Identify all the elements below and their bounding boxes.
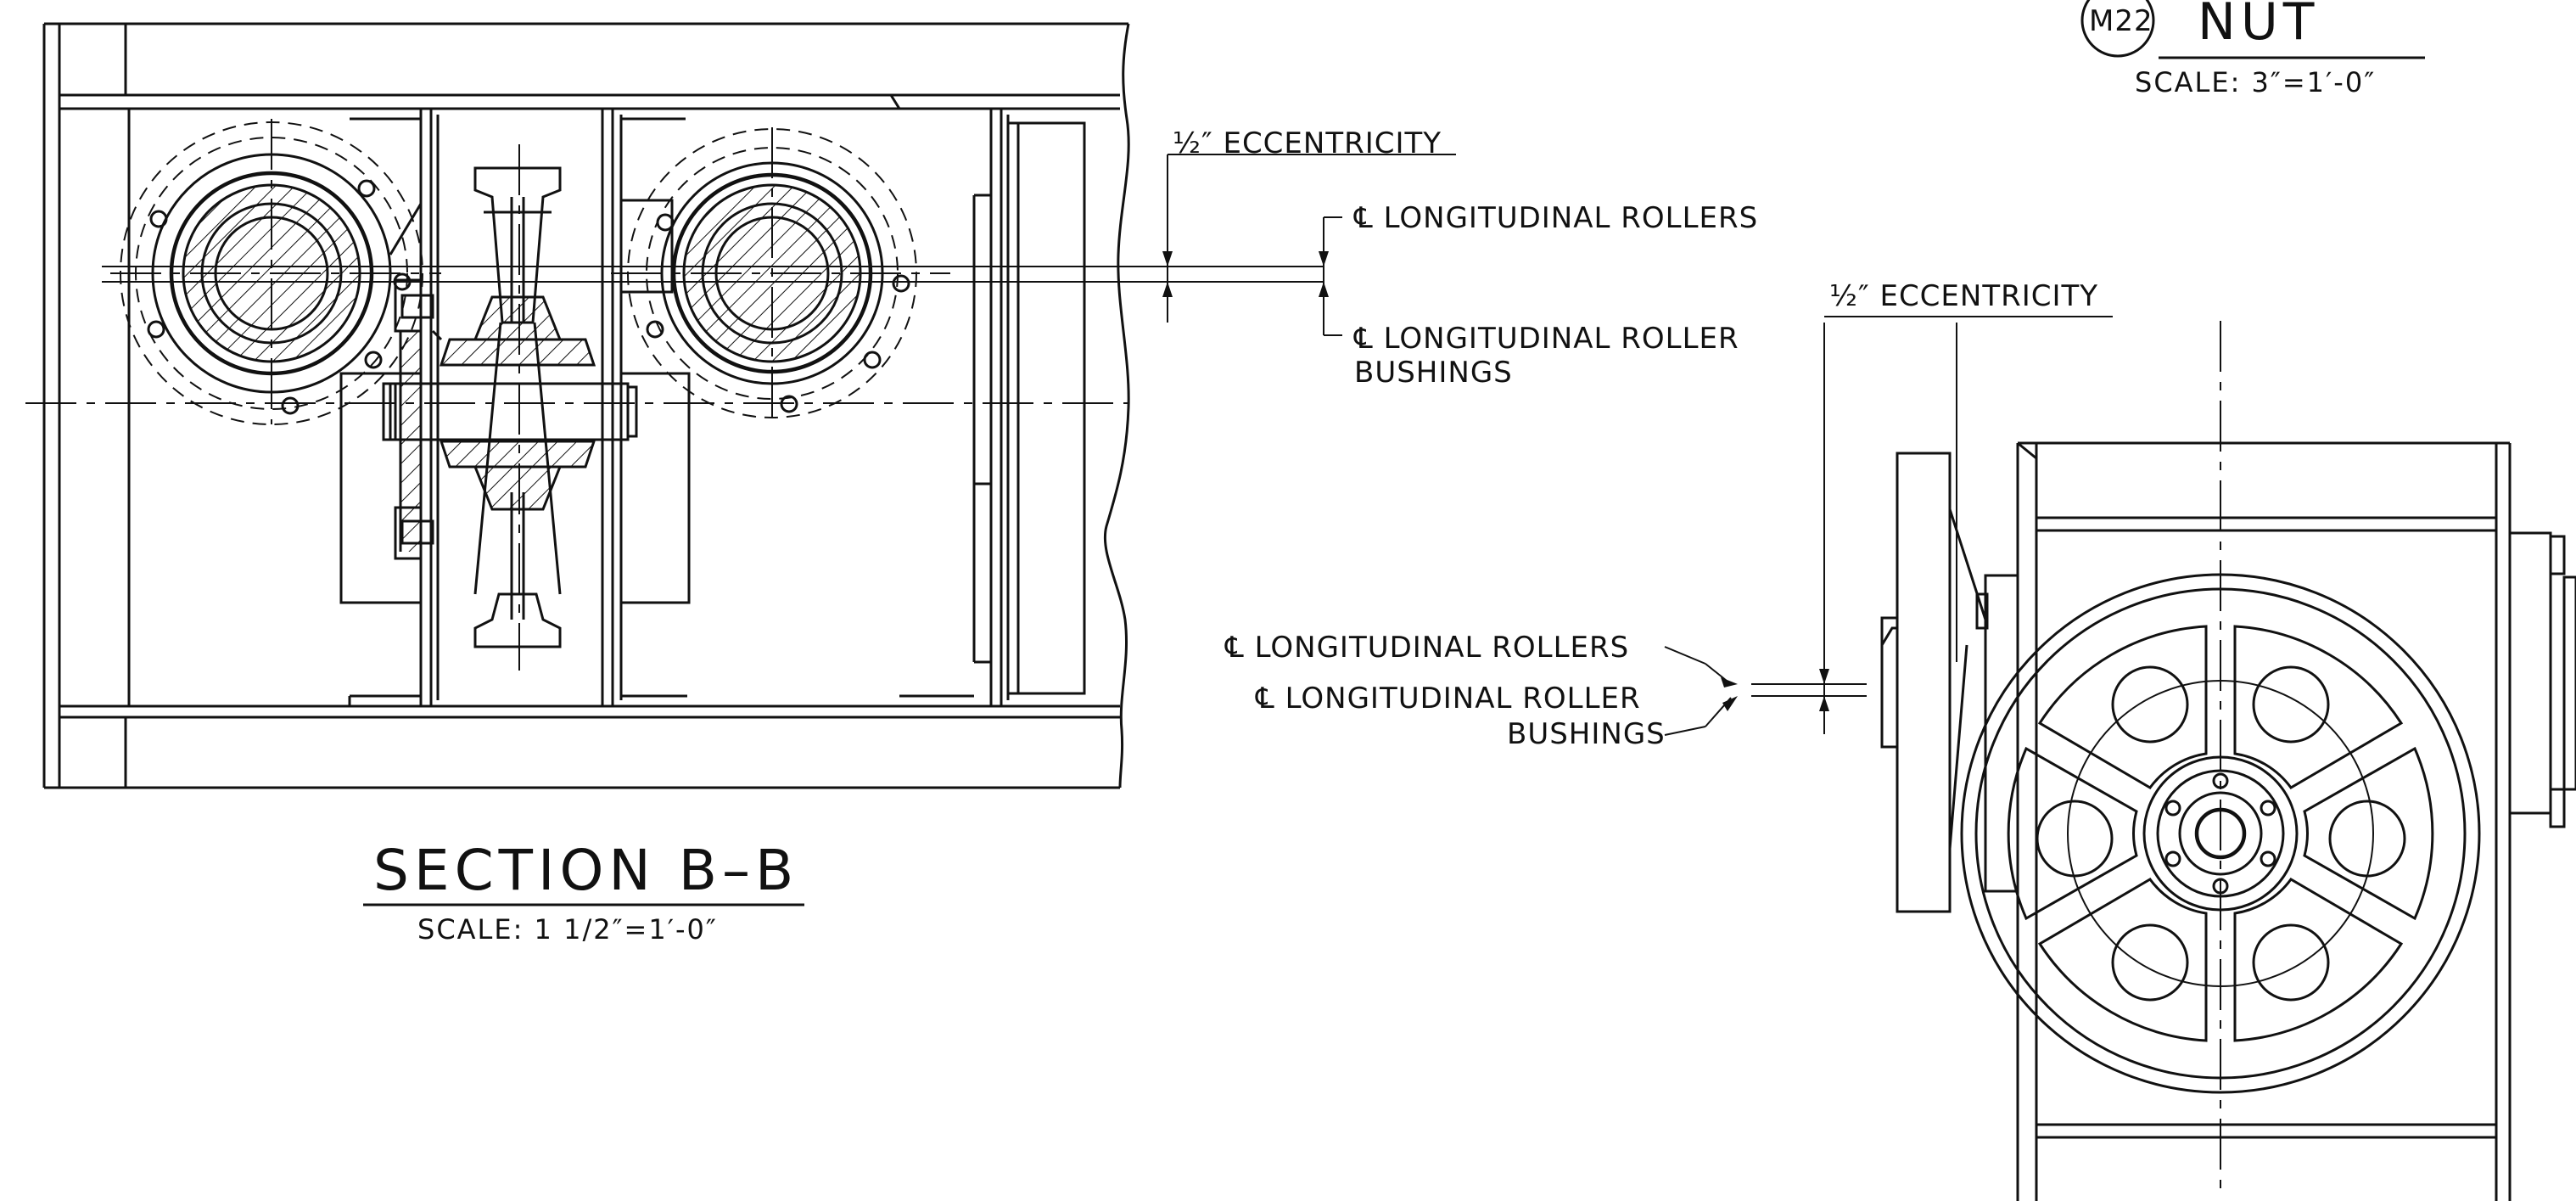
top-eccentricity-dimension [1162, 154, 1456, 336]
nut-detail-header: M22 NUT SCALE: 3″=1′-0″ [2080, 0, 2425, 98]
centerline-bushings-label-mid: ℄ LONGITUDINAL ROLLER [1255, 682, 1641, 716]
eccentricity-label-top: ½″ ECCENTRICITY [1173, 126, 1442, 160]
section-b-b-view [25, 22, 1324, 789]
center-wheel-section [25, 144, 1128, 671]
middle-callouts: ℄ LONGITUDINAL ROLLERS ℄ LONGITUDINAL RO… [1224, 631, 1738, 751]
centerline-bushings-label-top-2: BUSHINGS [1354, 356, 1513, 390]
section-title: SECTION B–B [373, 838, 798, 903]
centerline-bushings-label-top: ℄ LONGITUDINAL ROLLER [1353, 322, 1739, 356]
eccentricity-label-right: ½″ ECCENTRICITY [1829, 279, 2098, 313]
detail-scale: SCALE: 3″=1′-0″ [2135, 66, 2376, 98]
frame-outline [42, 22, 1130, 789]
vertical-plates [339, 109, 1086, 706]
centerline-bushings-label-mid-2: BUSHINGS [1507, 717, 1666, 751]
left-roller [110, 119, 441, 425]
detail-title: NUT [2198, 0, 2319, 52]
section-title-block: SECTION B–B SCALE: 1 1/2″=1′-0″ [363, 838, 804, 946]
circle-tag-icon [2080, 0, 2155, 58]
section-scale: SCALE: 1 1/2″=1′-0″ [417, 913, 718, 946]
centerline-rollers-label-top: ℄ LONGITUDINAL ROLLERS [1353, 201, 1758, 235]
detail-tag: M22 [2089, 4, 2153, 38]
right-roller [611, 127, 950, 424]
right-elevation-view [1751, 316, 2576, 1201]
centerline-rollers-label-mid: ℄ LONGITUDINAL ROLLERS [1224, 631, 1629, 665]
